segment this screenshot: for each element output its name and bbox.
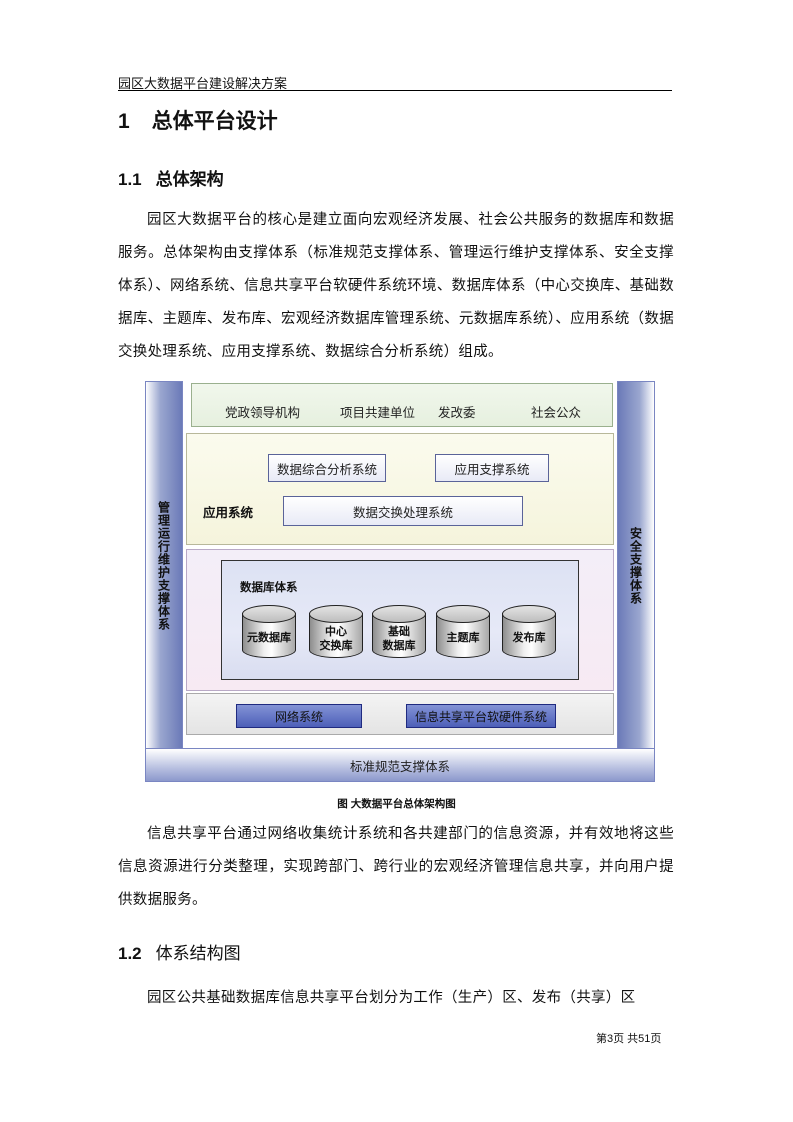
database-layer: 数据库体系 元数据库 中心交换库 基础数据库 主题库 发布库 xyxy=(186,549,614,691)
data-exchange-system-box: 数据交换处理系统 xyxy=(283,496,523,526)
database-system-box: 数据库体系 元数据库 中心交换库 基础数据库 主题库 发布库 xyxy=(221,560,579,680)
heading-1-2-number: 1.2 xyxy=(118,944,142,963)
header-rule xyxy=(118,90,672,91)
paragraph-sharing: 信息共享平台通过网络收集统计系统和各共建部门的信息资源，并有效地将这些信息资源进… xyxy=(118,826,674,908)
figure-caption: 图 大数据平台总体架构图 xyxy=(337,798,456,810)
database-cylinder: 中心交换库 xyxy=(309,605,363,665)
heading-1-number: 1 xyxy=(118,110,130,133)
database-label: 中心 xyxy=(325,626,347,638)
document-header-title: 园区大数据平台建设解决方案 xyxy=(118,76,288,91)
database-system-title: 数据库体系 xyxy=(240,582,298,594)
heading-1-2-text: 体系结构图 xyxy=(155,944,241,963)
paragraph-structure: 园区公共基础数据库信息共享平台划分为工作（生产）区、发布（共享）区 xyxy=(147,990,636,1006)
heading-1-1-number: 1.1 xyxy=(118,170,142,189)
application-layer-label: 应用系统 xyxy=(203,506,254,520)
bottom-support-bar: 标准规范支撑体系 xyxy=(145,748,655,782)
page-footer: 第3页 共51页 xyxy=(596,1033,662,1045)
analysis-system-box: 数据综合分析系统 xyxy=(268,454,386,482)
heading-1-2: 1.2 体系结构图 xyxy=(118,939,241,964)
database-cylinder: 发布库 xyxy=(502,605,556,665)
database-cylinder: 基础数据库 xyxy=(372,605,426,665)
database-label: 元数据库 xyxy=(247,632,291,644)
user-label: 发改委 xyxy=(438,405,476,420)
application-layer: 应用系统 数据综合分析系统 应用支撑系统 数据交换处理系统 xyxy=(186,433,614,545)
heading-1: 1 总体平台设计 xyxy=(118,105,278,135)
database-label: 基础 xyxy=(388,626,410,638)
right-support-bar: 安全支撑体系 xyxy=(617,381,655,751)
database-cylinder: 元数据库 xyxy=(242,605,296,665)
database-label: 主题库 xyxy=(446,632,480,644)
heading-1-1: 1.1 总体架构 xyxy=(118,165,224,190)
database-label: 交换库 xyxy=(319,640,353,652)
architecture-diagram: 管理运行维护支撑体系 安全支撑体系 党政领导机构 项目共建单位 发改委 社会公众… xyxy=(145,381,655,782)
network-system-box: 网络系统 xyxy=(236,704,362,728)
user-label: 社会公众 xyxy=(531,405,582,420)
database-label: 发布库 xyxy=(512,632,546,644)
network-layer: 网络系统 信息共享平台软硬件系统 xyxy=(186,693,614,735)
platform-system-box: 信息共享平台软硬件系统 xyxy=(406,704,556,728)
user-label: 党政领导机构 xyxy=(225,405,301,420)
database-cylinder: 主题库 xyxy=(436,605,490,665)
right-support-label: 安全支撑体系 xyxy=(628,527,643,605)
heading-1-1-text: 总体架构 xyxy=(155,170,224,189)
left-support-label: 管理运行维护支撑体系 xyxy=(156,501,171,631)
heading-1-text: 总体平台设计 xyxy=(151,110,278,133)
database-label: 数据库 xyxy=(382,640,416,652)
paragraph-architecture: 园区大数据平台的核心是建立面向宏观经济发展、社会公共服务的数据库和数据服务。总体… xyxy=(118,212,674,360)
app-support-system-box: 应用支撑系统 xyxy=(435,454,549,482)
users-layer: 党政领导机构 项目共建单位 发改委 社会公众 xyxy=(191,383,613,427)
left-support-bar: 管理运行维护支撑体系 xyxy=(145,381,183,751)
user-label: 项目共建单位 xyxy=(340,405,416,420)
